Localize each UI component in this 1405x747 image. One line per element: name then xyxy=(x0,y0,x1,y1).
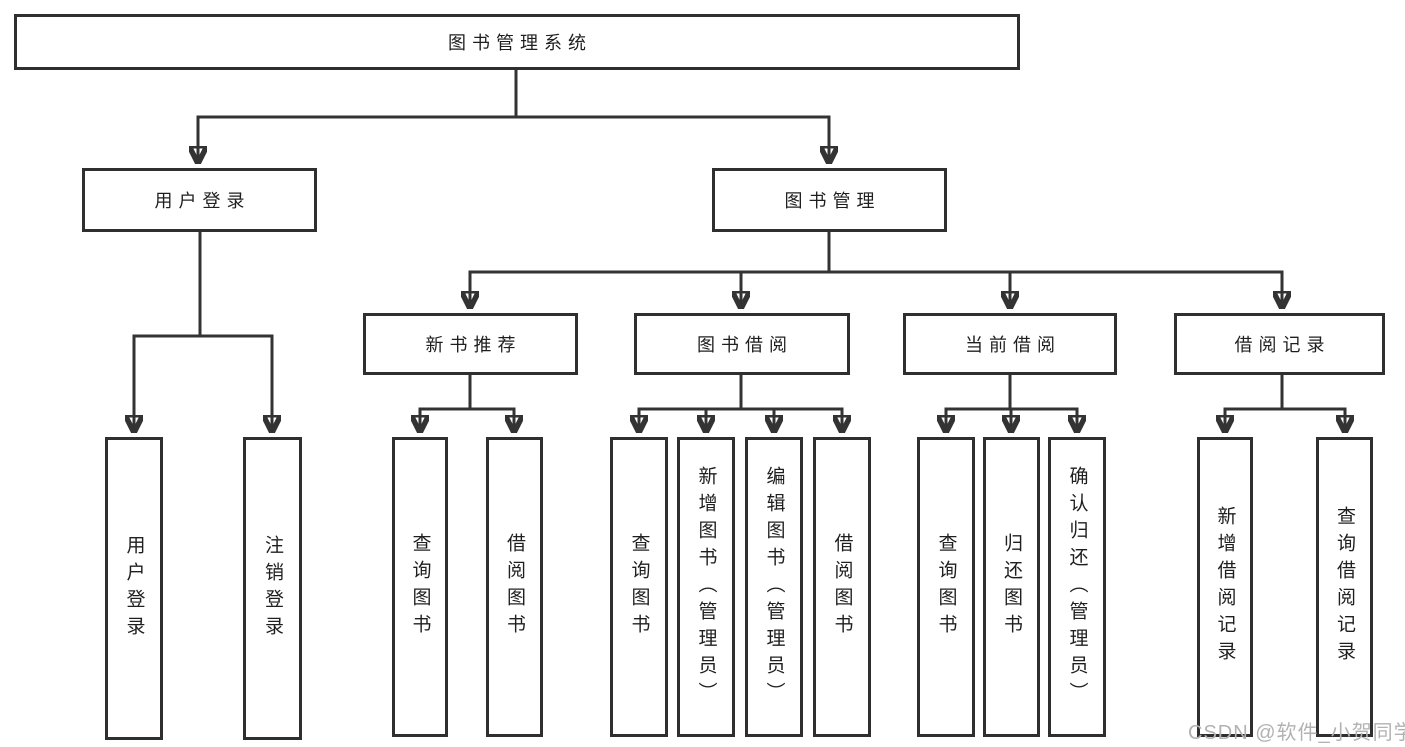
node-module-new-book-recommend: 新书推荐 xyxy=(363,313,578,375)
node-book-management: 图书管理 xyxy=(712,168,947,232)
node-borrow-edit-books-admin: 编辑图书（管理员） xyxy=(745,437,803,737)
node-records-add-record: 新增借阅记录 xyxy=(1197,437,1253,737)
node-borrow-borrow-books: 借阅图书 xyxy=(813,437,871,737)
node-user-login: 用户登录 xyxy=(82,168,317,232)
node-current-return-books: 归还图书 xyxy=(983,437,1040,737)
node-current-confirm-return-admin: 确认归还（管理员） xyxy=(1048,437,1106,737)
node-borrow-add-books-admin: 新增图书（管理员） xyxy=(677,437,735,737)
node-module-current-borrow: 当前借阅 xyxy=(903,313,1117,375)
node-library-system: 图书管理系统 xyxy=(14,14,1020,70)
node-login-action: 用户登录 xyxy=(105,437,163,740)
node-recommend-borrow-books: 借阅图书 xyxy=(486,437,543,737)
node-records-query-record: 查询借阅记录 xyxy=(1316,437,1373,737)
node-logout-action: 注销登录 xyxy=(243,437,302,740)
node-module-book-borrow: 图书借阅 xyxy=(634,313,850,375)
node-module-borrow-records: 借阅记录 xyxy=(1174,313,1385,375)
watermark: CSDN @软件_小贺同学 xyxy=(1188,722,1405,744)
node-current-query-books: 查询图书 xyxy=(917,437,975,737)
node-borrow-query-books: 查询图书 xyxy=(610,437,668,737)
node-recommend-query-books: 查询图书 xyxy=(392,437,448,737)
